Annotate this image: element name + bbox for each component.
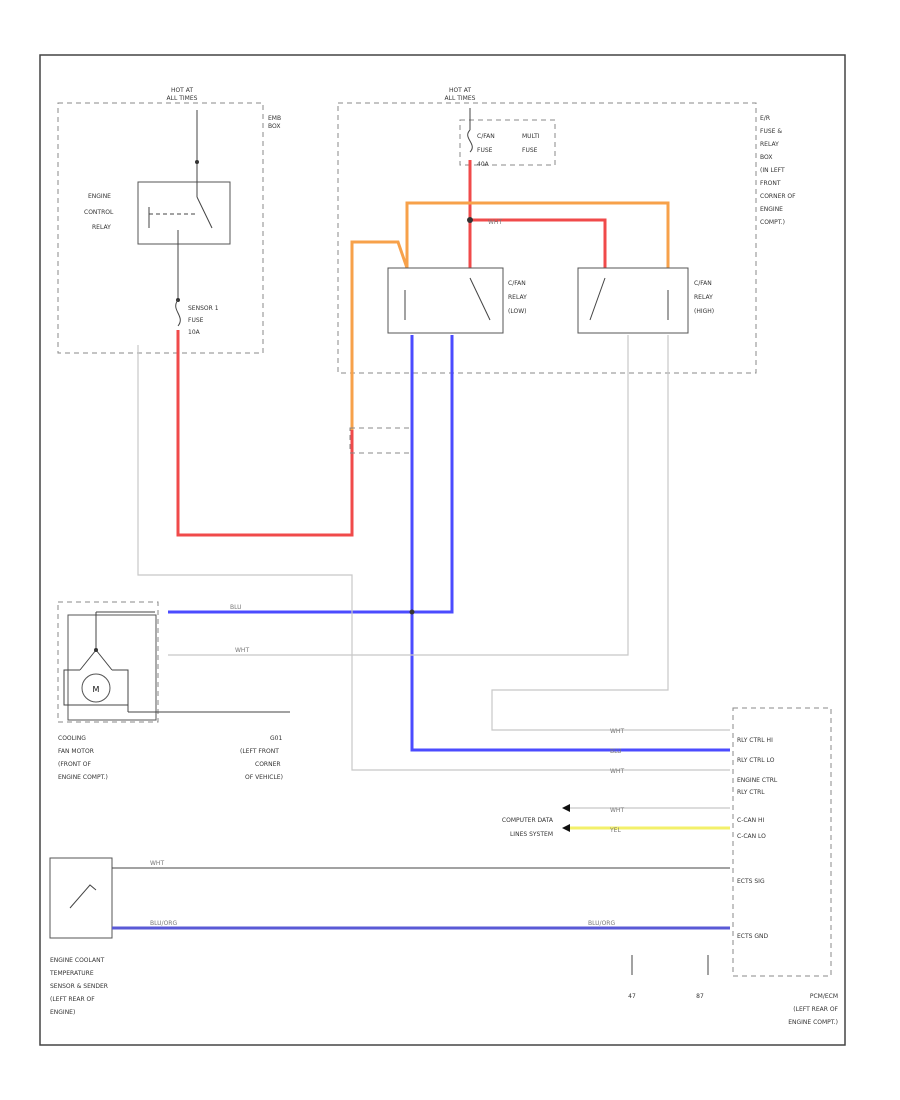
hot-at-label-2: HOT AT	[449, 87, 471, 94]
pin-87: 87	[696, 993, 704, 1000]
g01-label-3: CORNER	[255, 761, 281, 768]
wire-label-bluorg-1: BLU/ORG	[150, 920, 177, 927]
ect-label-4: (LEFT REAR OF	[50, 996, 95, 1003]
motor-label: M	[93, 685, 100, 694]
ect-label-3: SENSOR & SENDER	[50, 983, 108, 990]
multi-fuse-label-1: MULTI	[522, 133, 540, 140]
pcm-rly-hi: RLY CTRL HI	[737, 737, 773, 744]
cfan-relay-low	[387, 267, 504, 334]
pcm-label-2: (LEFT REAR OF	[793, 1006, 838, 1013]
cfan-fuse-label-3: 40A	[477, 161, 490, 168]
multi-fuse-box	[459, 119, 556, 166]
relay-high-label-2: RELAY	[694, 294, 713, 301]
pcm-eng-ctrl-2: RLY CTRL	[737, 789, 765, 796]
engine-relay-label-3: RELAY	[92, 224, 111, 231]
er-label-2: FUSE &	[760, 128, 782, 135]
relay-high-label-3: (HIGH)	[694, 308, 714, 315]
ect-label-1: ENGINE COOLANT	[50, 957, 105, 964]
sensor-fuse-label-2: FUSE	[188, 317, 204, 324]
sensor-fuse-label-1: SENSOR 1	[188, 305, 219, 312]
hot-at-label-1: HOT AT	[171, 87, 193, 94]
fan-label-2: FAN MOTOR	[58, 748, 94, 755]
er-label-5: (IN LEFT	[760, 167, 785, 174]
emb-box	[57, 102, 264, 354]
er-label-7: CORNER OF	[760, 193, 796, 200]
pin-47: 47	[628, 993, 636, 1000]
ect-sensor-box	[49, 857, 113, 939]
fan-label-1: COOLING	[58, 735, 86, 742]
pcm-can-lo: C-CAN LO	[737, 833, 766, 840]
fan-label-4: ENGINE COMPT.)	[58, 774, 108, 781]
sensor-fuse-label-3: 10A	[188, 329, 201, 336]
cfan-relay-high	[577, 267, 689, 334]
pcm-can-hi: C-CAN HI	[737, 817, 765, 824]
wire-label-wht-ect: WHT	[150, 860, 164, 867]
er-label-1: E/R	[760, 115, 770, 122]
wire-label-wht-can: WHT	[610, 807, 624, 814]
cfan-fuse-label-1: C/FAN	[477, 133, 495, 140]
er-fuse-box	[337, 102, 757, 374]
wire-label-blu-1: BLU	[230, 604, 242, 611]
pcm-ect-sig: ECTS SIG	[737, 878, 765, 885]
engine-relay-label-1: ENGINE	[88, 193, 111, 200]
wire-label-bluorg-2: BLU/ORG	[588, 920, 615, 927]
computer-data-label-2: LINES SYSTEM	[510, 831, 553, 838]
er-label-8: ENGINE	[760, 206, 783, 213]
pcm-ect-gnd: ECTS GND	[737, 933, 768, 940]
relay-low-label-2: RELAY	[508, 294, 527, 301]
g01-label-1: G01	[270, 735, 282, 742]
wire-label-yel-can: YEL	[609, 827, 621, 834]
diagram-frame	[39, 54, 846, 1046]
ect-label-2: TEMPERATURE	[49, 970, 94, 977]
emb-label: EMB	[268, 115, 281, 122]
wire-label-wht-1: WHT	[235, 647, 249, 654]
all-times-label-1: ALL TIMES	[167, 95, 198, 102]
wire-label-wht-3: WHT	[610, 768, 624, 775]
all-times-label-2: ALL TIMES	[445, 95, 476, 102]
relay-high-label-1: C/FAN	[694, 280, 712, 287]
g01-label-2: (LEFT FRONT	[240, 748, 279, 755]
connector-box	[349, 427, 413, 454]
wire-label-a: WHT	[488, 219, 502, 226]
ect-label-5: ENGINE)	[50, 1009, 75, 1016]
er-label-9: COMPT.)	[760, 219, 785, 226]
emb-box-label: BOX	[268, 123, 280, 130]
fan-motor-symbol	[81, 673, 111, 703]
er-label-6: FRONT	[760, 180, 781, 187]
pcm-box	[732, 707, 832, 977]
relay-low-label-1: C/FAN	[508, 280, 526, 287]
cooling-fan-box	[57, 601, 159, 723]
wire-label-blu-2: BLU	[610, 748, 622, 755]
er-label-3: RELAY	[760, 141, 779, 148]
engine-relay-label-2: CONTROL	[84, 209, 114, 216]
pcm-rly-lo: RLY CTRL LO	[737, 757, 775, 764]
g01-label-4: OF VEHICLE)	[245, 774, 283, 781]
fan-label-3: (FRONT OF	[58, 761, 91, 768]
pcm-label-1: PCM/ECM	[810, 993, 838, 1000]
er-label-4: BOX	[760, 154, 772, 161]
pcm-eng-ctrl-1: ENGINE CTRL	[737, 777, 778, 784]
wire-label-wht-2: WHT	[610, 728, 624, 735]
multi-fuse-label-2: FUSE	[522, 147, 538, 154]
computer-data-label-1: COMPUTER DATA	[502, 817, 554, 824]
pcm-label-3: ENGINE COMPT.)	[788, 1019, 838, 1026]
cfan-fuse-label-2: FUSE	[477, 147, 493, 154]
cooling-fan-inner	[67, 614, 157, 721]
engine-control-relay	[137, 181, 231, 245]
relay-low-label-3: (LOW)	[508, 308, 526, 315]
